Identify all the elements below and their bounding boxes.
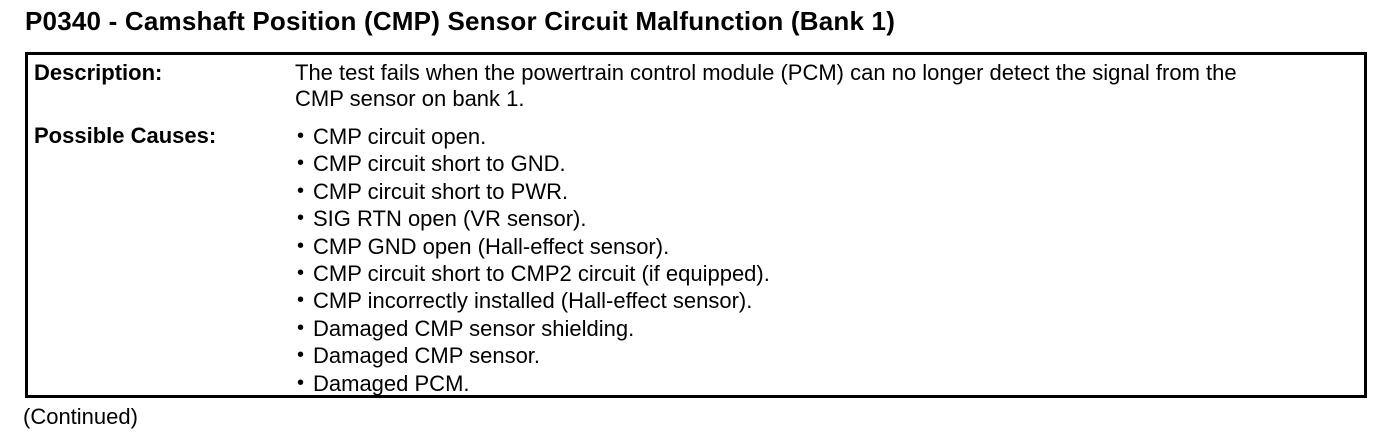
continued-note: (Continued) — [23, 404, 138, 429]
dtc-title: P0340 - Camshaft Position (CMP) Sensor C… — [25, 6, 896, 36]
cause-item: • CMP circuit short to GND. — [295, 150, 1364, 177]
cause-text: CMP circuit open. — [313, 124, 487, 149]
bullet-icon: • — [297, 207, 305, 230]
description-cell: The test fails when the powertrain contr… — [295, 60, 1364, 112]
description-label: Description: — [34, 60, 163, 85]
cause-item: • CMP circuit short to CMP2 circuit (if e… — [295, 260, 1364, 287]
cause-text: CMP circuit short to CMP2 circuit (if eq… — [313, 261, 770, 287]
cause-text: CMP circuit short to GND. — [313, 151, 566, 177]
possible-causes-label: Possible Causes: — [34, 123, 217, 148]
bullet-icon: • — [297, 152, 305, 175]
cause-text: CMP incorrectly installed (Hall-effect s… — [313, 288, 753, 314]
possible-causes-row: Possible Causes: • CMP circuit open. • CMP … — [28, 123, 1364, 396]
description-row: Description: The test fails when the pow… — [28, 60, 1364, 112]
cause-item: • Damaged PCM. — [295, 370, 1364, 396]
cause-item: • SIG RTN open (VR sensor). — [295, 205, 1364, 232]
cause-text: Damaged CMP sensor. — [313, 343, 541, 369]
cause-text: CMP circuit short to PWR. — [313, 178, 569, 204]
bullet-icon: • — [297, 262, 305, 285]
bullet-icon: • — [297, 344, 305, 367]
bullet-icon: • — [297, 371, 305, 394]
cause-item: • CMP circuit short to PWR. — [295, 178, 1364, 205]
cause-text: SIG RTN open (VR sensor). — [313, 206, 587, 232]
dtc-info-table: Description: The test fails when the pow… — [25, 52, 1367, 398]
description-text: The test fails when the powertrain contr… — [295, 60, 1237, 111]
possible-causes-cell: • CMP circuit open. • CMP circuit short to … — [295, 123, 1364, 396]
bullet-icon: • — [297, 316, 305, 339]
cause-item: • CMP circuit open. — [295, 123, 1364, 150]
cause-item: • Damaged CMP sensor shielding. — [295, 315, 1364, 342]
possible-causes-list: • CMP circuit open. • CMP circuit short to … — [295, 123, 1364, 396]
cause-text: Damaged PCM. — [313, 370, 470, 396]
cause-item: • CMP incorrectly installed (Hall-effect … — [295, 287, 1364, 314]
bullet-icon: • — [297, 289, 305, 312]
bullet-icon: • — [297, 179, 305, 202]
cause-text: Damaged CMP sensor shielding. — [313, 315, 635, 341]
bullet-icon: • — [297, 125, 305, 147]
cause-item: • Damaged CMP sensor. — [295, 342, 1364, 369]
cause-text: CMP GND open (Hall-effect sensor). — [313, 233, 670, 259]
cause-item: • CMP GND open (Hall-effect sensor). — [295, 233, 1364, 260]
bullet-icon: • — [297, 234, 305, 257]
